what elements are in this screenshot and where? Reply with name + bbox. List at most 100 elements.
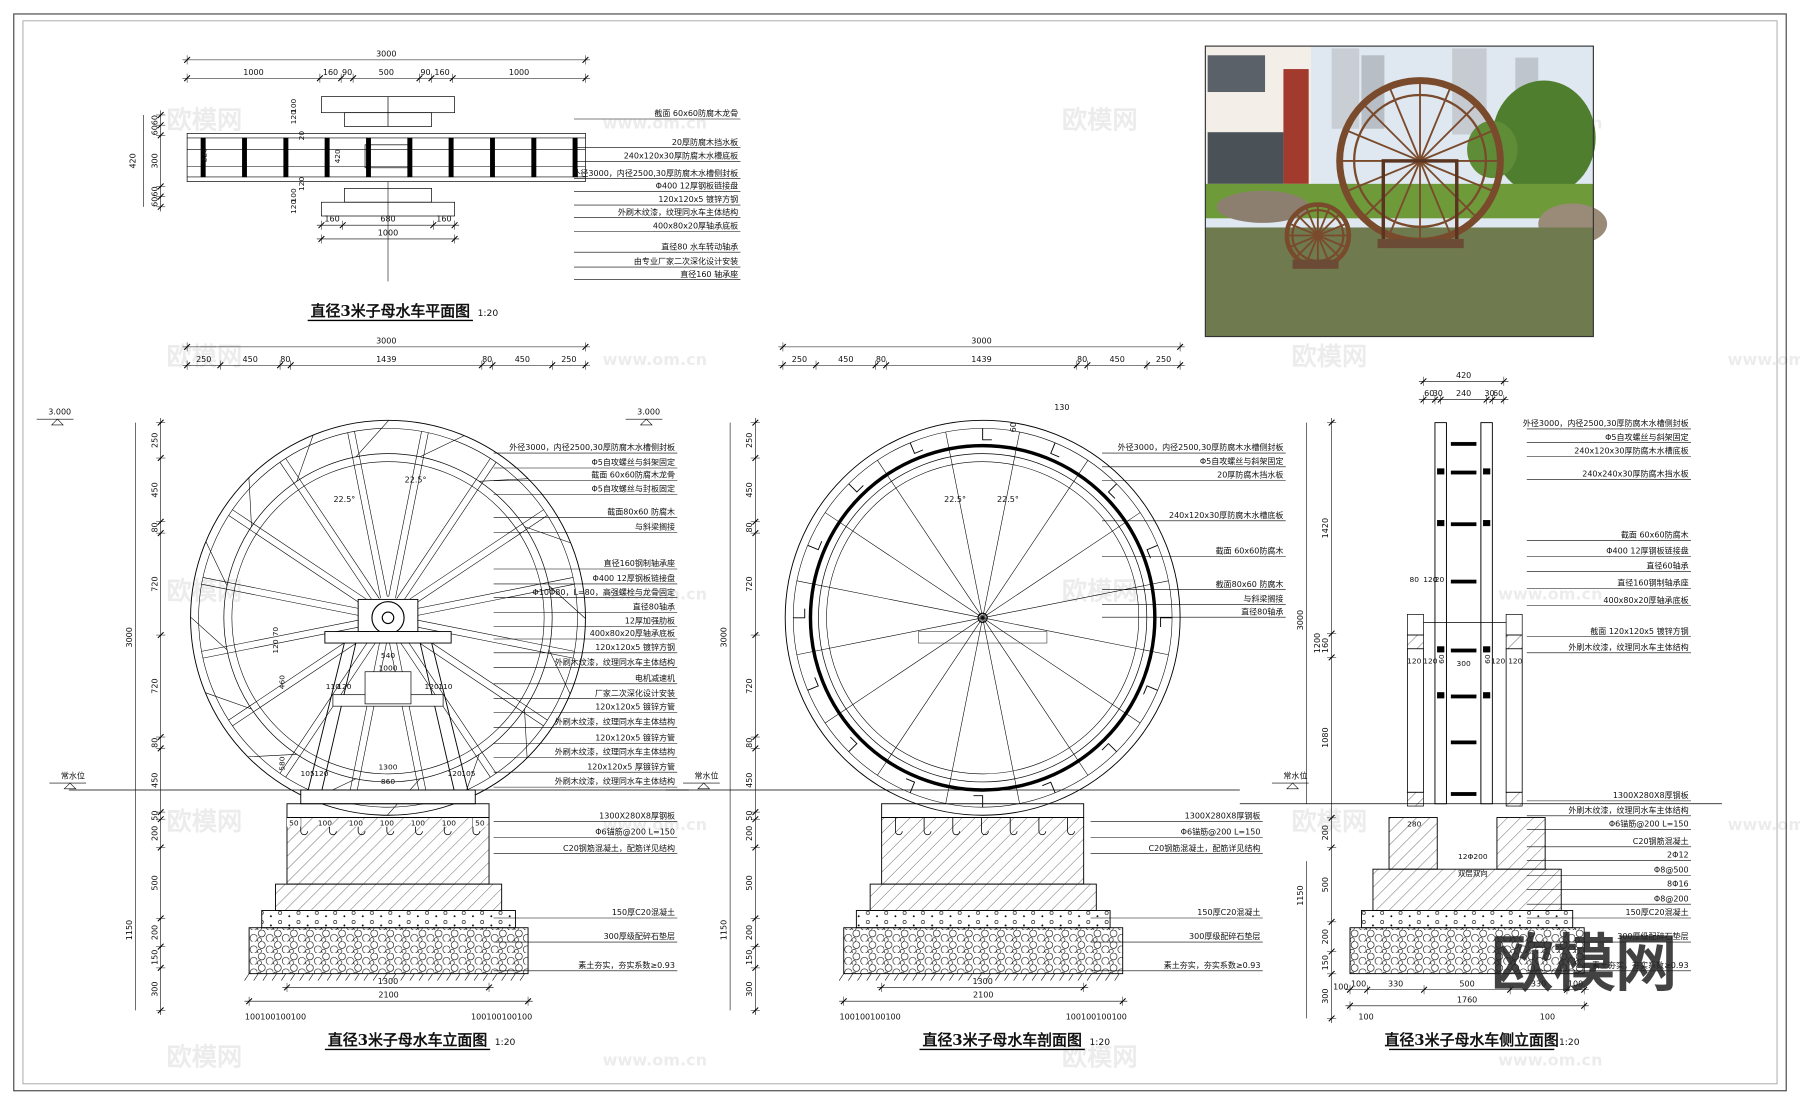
wheel-bucket-bracket (1042, 781, 1056, 793)
photo-wheel-spoke (1388, 160, 1421, 236)
soil-hatch (382, 973, 388, 981)
anchor-bar (952, 817, 961, 836)
level-marker-icon (63, 782, 77, 790)
photo-building-windows (1207, 55, 1266, 93)
side-view-title: 直径3米子母水车侧立面图 (1385, 1031, 1559, 1049)
dimension-label: 120 (1423, 657, 1437, 666)
photo-tree (1492, 80, 1596, 196)
bolt-block (1437, 468, 1445, 475)
dimension-label: 250 (792, 355, 807, 364)
dimension-label: 120 (1491, 657, 1505, 666)
dimension-label: 100 (1568, 979, 1583, 988)
wheel-spoke (982, 617, 1020, 804)
soil-hatch (875, 973, 881, 981)
photo-wheel-spoke (1419, 160, 1478, 219)
wheel-trough (198, 428, 578, 808)
photo-wheel-spoke (1288, 234, 1319, 249)
bolt-block (1482, 692, 1491, 699)
watermark-brand: 欧模网 (166, 576, 242, 605)
dimension-label: 500 (1459, 979, 1474, 988)
watermark-url: www.om.cn (603, 1050, 707, 1069)
soil-hatch (299, 973, 305, 981)
side-note: 直径60轴承 (1646, 560, 1688, 570)
dimension-label: 450 (745, 482, 754, 497)
wheel-bucket (479, 478, 529, 482)
plan-note: 截面 60x60防腐木龙骨 (654, 108, 738, 118)
gravel-layer (1349, 927, 1585, 975)
dimension-label: 22.5° (997, 495, 1019, 504)
dimension-label: 680 (380, 215, 395, 224)
soil-hatch (519, 973, 525, 981)
level-marker-icon (639, 418, 653, 426)
wheel-spoke (202, 577, 369, 611)
dimension-label: 200 (150, 925, 159, 940)
dimension-label: 12Φ200 (1458, 852, 1488, 861)
trough-board (1450, 792, 1477, 796)
side-note: 240x240x30厚防腐木挡水板 (1582, 469, 1688, 479)
dimension-label: 720 (745, 678, 754, 693)
soil-hatch (912, 973, 918, 981)
wheel-spoke (396, 636, 491, 778)
wheel-inner-rim (223, 453, 553, 783)
side-note: 外刷木纹漆，纹理同水车主体结构 (1568, 642, 1688, 652)
anchor-bar (1009, 817, 1018, 836)
soil-hatch (1004, 973, 1010, 981)
wheel-spoke (406, 515, 548, 610)
bolt-block (1437, 692, 1445, 699)
dimension-label: 450 (150, 773, 159, 788)
wheel-spoke (982, 617, 1089, 776)
soil-hatch (1077, 973, 1083, 981)
wheel-spoke (796, 580, 983, 619)
dimension-label: 450 (745, 773, 754, 788)
dimension-label: 70 (271, 627, 280, 637)
dimension-label: 330 (1531, 979, 1546, 988)
elevation-note: Φ400 12厚钢板链接盘 (593, 573, 675, 583)
soil-hatch (866, 973, 872, 981)
dimension-label: 120 (1508, 657, 1522, 666)
dimension-label: 420 (1456, 371, 1471, 380)
dimension-label: 80 (150, 738, 159, 748)
anchor-bar (895, 817, 903, 836)
plan-note: 240x120x30厚防腐木水槽底板 (624, 151, 738, 161)
water-level-mark: 常水位 (1283, 771, 1307, 781)
elevation-note: 直径80轴承 (633, 602, 675, 612)
dimension-label: 100 (411, 819, 425, 828)
photo-wheel-spoke (1317, 222, 1347, 237)
side-note: 截面 120x120x5 镀锌方钢 (1590, 626, 1688, 636)
wheel-spoke (408, 618, 575, 652)
dimension-label: 250 (1156, 355, 1171, 364)
watermark-url: www.om.cn (603, 350, 707, 369)
dimension-label: 80 (1077, 355, 1087, 364)
side-note: 240x120x30厚防腐木水槽底板 (1574, 446, 1688, 456)
wheel-spoke (201, 583, 368, 618)
trough-board (1450, 694, 1477, 699)
photo-wheel-spoke (1288, 222, 1319, 237)
elevation-foundation-note: 300厚级配碎石垫层 (604, 931, 675, 941)
dimension-label: 100 (1333, 983, 1348, 992)
wheel-outer-rim (190, 419, 586, 816)
section-foundation-note: 1300X280X8厚钢板 (1185, 811, 1261, 821)
bolt-block (1482, 520, 1491, 527)
dimension-label: 2100 (378, 991, 398, 1000)
dimension-label: 60 (1437, 654, 1446, 664)
wheel-bucket-bracket (1160, 617, 1173, 627)
soil-hatch (473, 973, 479, 981)
dimension-label: 250 (196, 355, 211, 364)
anchor-bar (1067, 817, 1075, 836)
water-level-mark: 常水位 (695, 771, 719, 781)
c20-concrete-layer (261, 910, 516, 929)
plan-view-title: 直径3米子母水车平面图 (311, 302, 470, 320)
wheel-spoke (228, 515, 370, 610)
dimension-label: 150 (150, 950, 159, 965)
soil-hatch (1059, 973, 1065, 981)
dimension-label: 720 (150, 576, 159, 591)
wheel-bucket-bracket (807, 541, 823, 551)
plan-note: 外径3000，内径2500,30厚防腐木水槽侧封板 (572, 168, 738, 178)
footing-label-backdrop (472, 818, 487, 827)
dimension-label: 3000 (376, 336, 396, 345)
dimension-label: 300 (1457, 659, 1471, 668)
photo-wheel-base (1377, 238, 1464, 249)
dimension-label: 双层双向 (1458, 868, 1488, 878)
stand-top-beam (918, 631, 1048, 644)
wheel-spoke (285, 636, 380, 778)
